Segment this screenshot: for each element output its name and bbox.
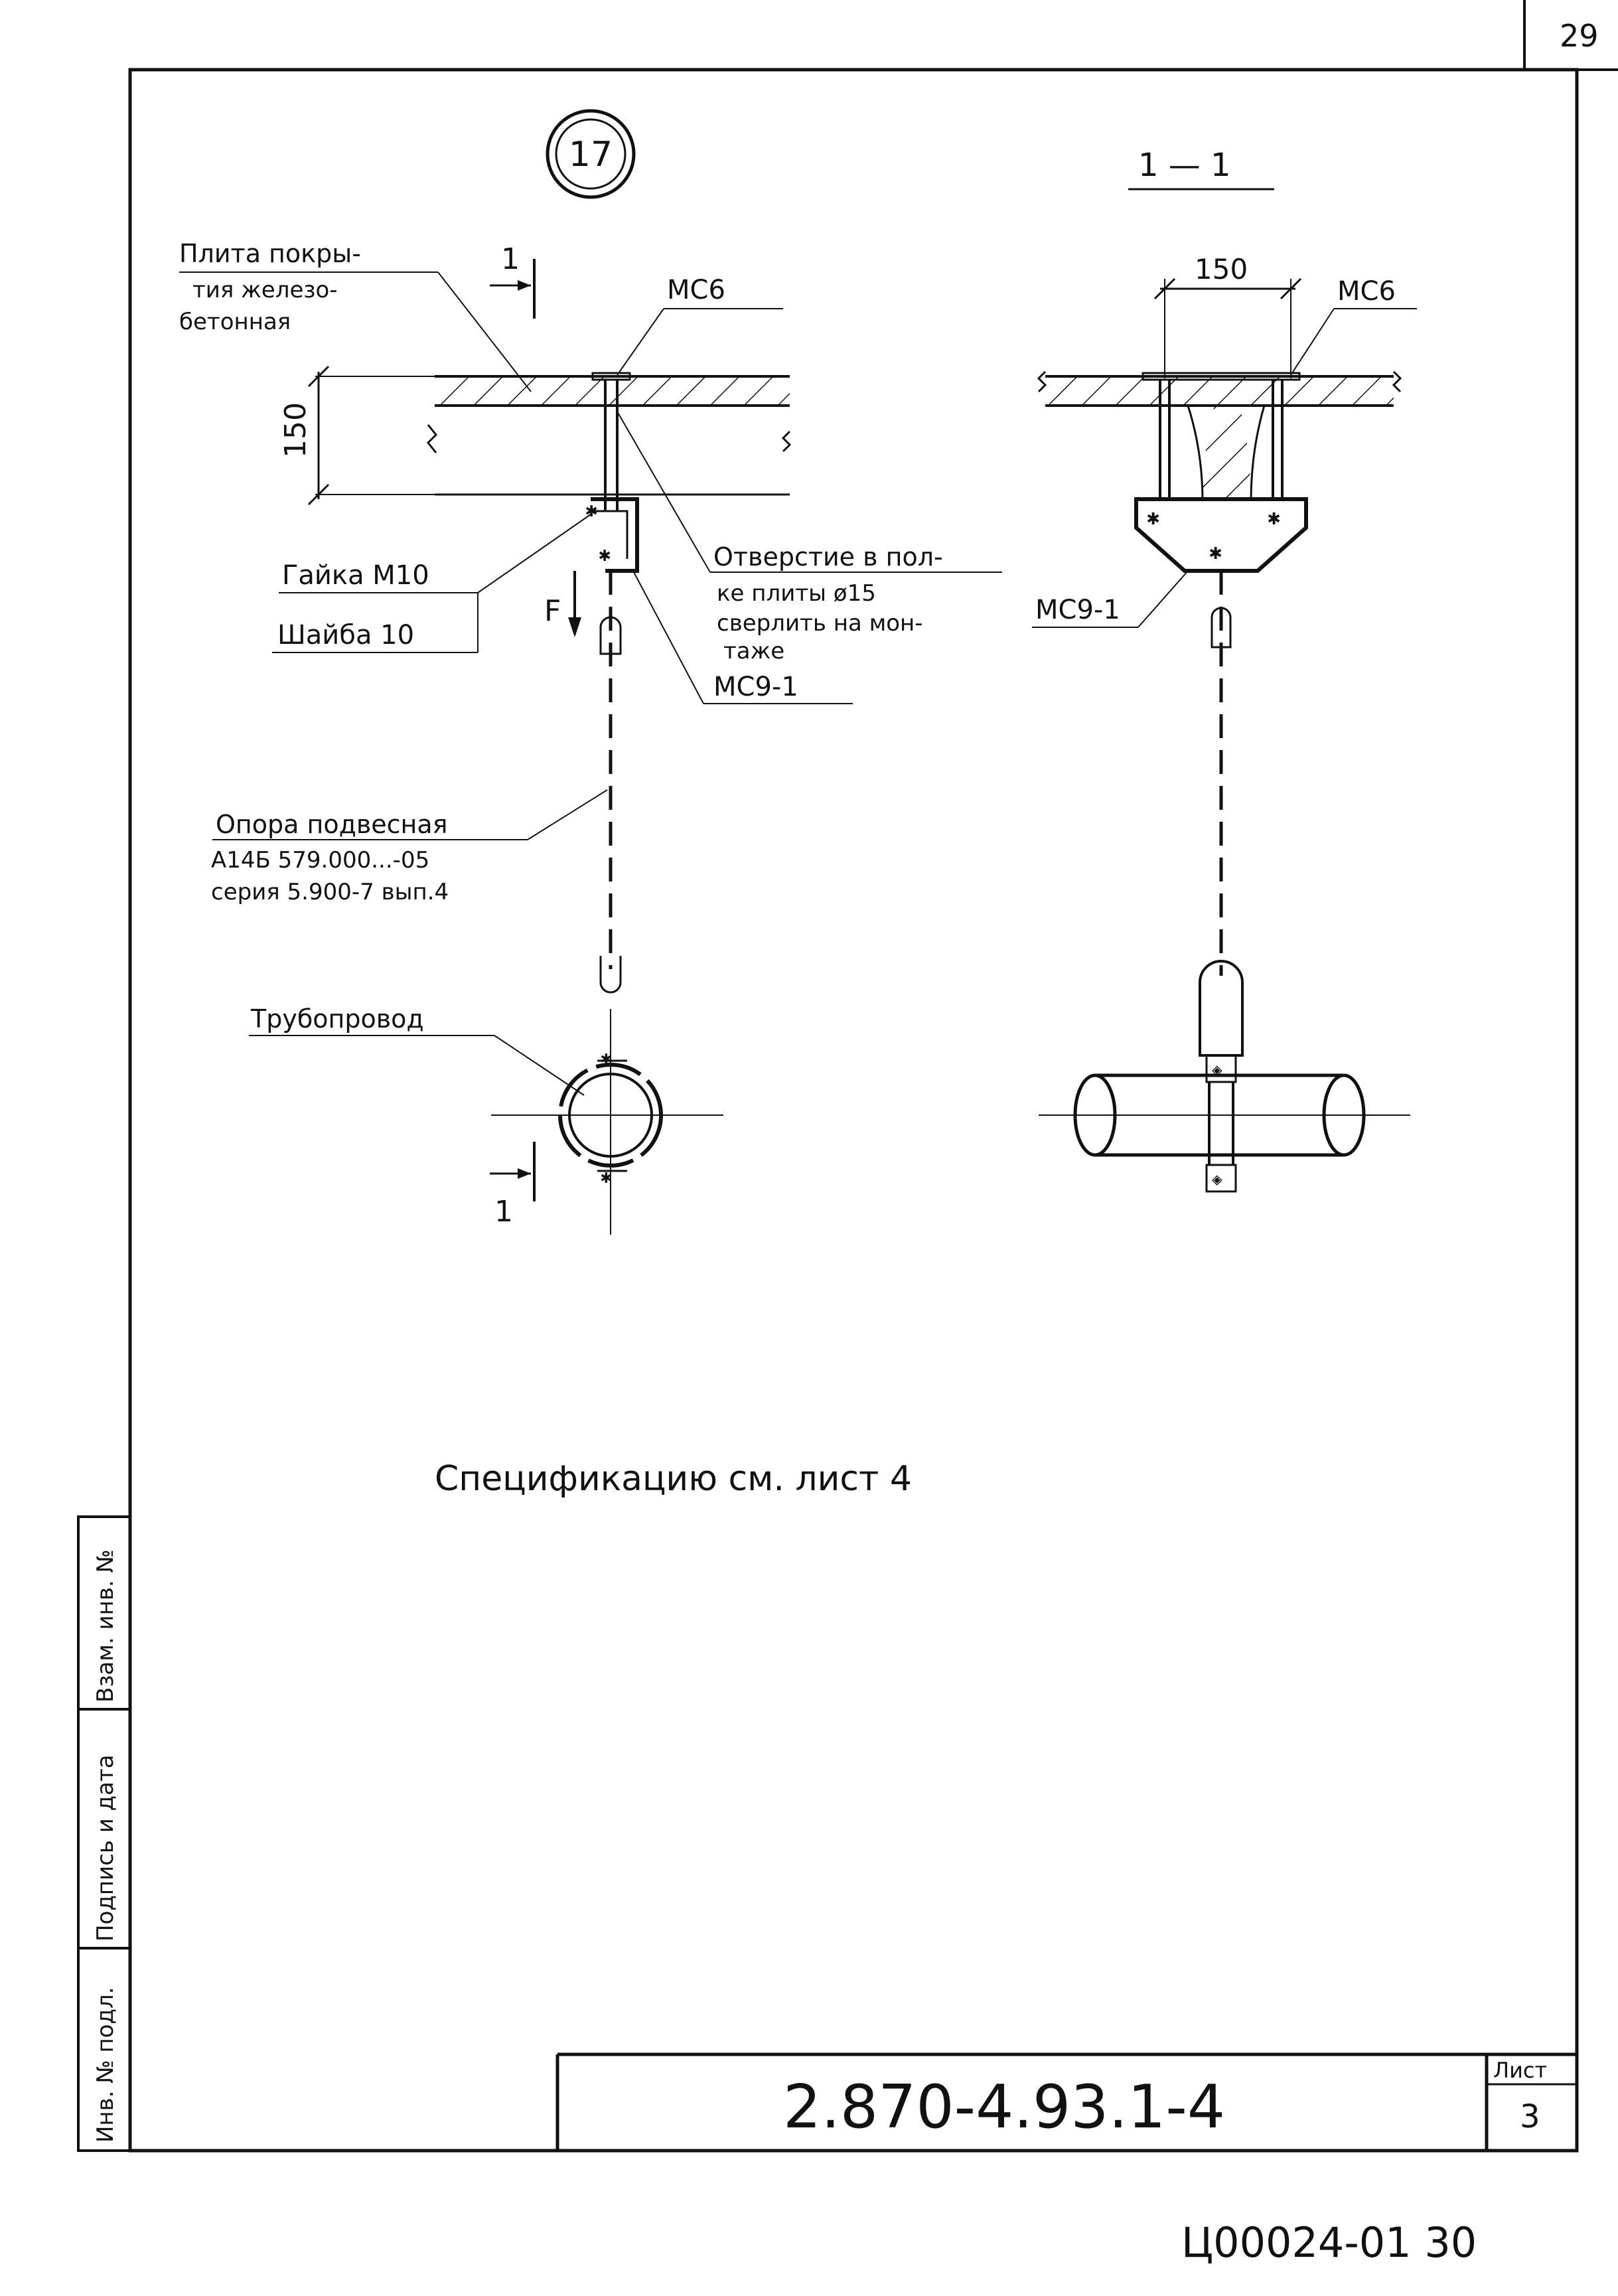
callout-support: Опора подвесная A14Б 579.000...-05 серия…	[211, 789, 608, 905]
svg-text:◈: ◈	[1212, 1170, 1222, 1189]
bracket-mc9-right: ✱ ✱ ✱	[1134, 497, 1308, 573]
mc6-right-label: MC6	[1337, 276, 1396, 307]
svg-text:✱: ✱	[585, 498, 597, 522]
svg-text:✱: ✱	[601, 1166, 612, 1187]
section-cut-bottom-label: 1	[494, 1195, 513, 1229]
archive-code: Ц00024-01 30	[1181, 2218, 1477, 2267]
nut-label: Гайка М10	[282, 560, 429, 591]
dimension-thickness-value: 150	[279, 402, 313, 458]
section-title: 1 — 1	[1138, 147, 1231, 184]
svg-text:✱: ✱	[601, 1047, 612, 1069]
callout-slab: Плита покры- тия железо- бетонная	[179, 239, 532, 392]
callout-pipeline: Трубопровод	[249, 1004, 585, 1096]
drawing-frame	[128, 68, 1579, 2153]
bracket-mc9-left: ✱ ✱	[585, 497, 639, 573]
svg-text:✱: ✱	[599, 543, 611, 566]
callout-hole-note: Отверстие в пол- ке плиты ø15 сверлить н…	[617, 411, 1002, 664]
page-number-box: 29	[1523, 0, 1618, 71]
slab-section-left	[426, 375, 792, 496]
document-code: 2.870-4.93.1-4	[783, 2072, 1225, 2142]
mc9-left-label: MC9-1	[713, 672, 798, 702]
side-stamp: Взам. инв. № Подпись и дата Инв. № подл.	[77, 1515, 131, 2152]
detail-marker-number: 17	[569, 135, 613, 175]
stamp-replace-inv: Взам. инв. №	[92, 1549, 119, 1703]
slab-label-line-3: бетонная	[179, 309, 291, 335]
sheet-number: 3	[1520, 2098, 1540, 2135]
section-cut-bottom: 1	[490, 1142, 536, 1229]
hanger-rod-left	[599, 571, 622, 994]
bolt-mc6-left	[591, 372, 631, 511]
svg-text:◈: ◈	[1212, 1060, 1222, 1080]
mc9-right-label: MC9-1	[1035, 595, 1120, 625]
plate-mc6-right	[1141, 372, 1301, 501]
slab-section-right	[1037, 370, 1402, 502]
support-label-line-2: A14Б 579.000...-05	[211, 847, 429, 874]
specification-note: Спецификацию см. лист 4	[435, 1459, 912, 1499]
svg-text:✱: ✱	[1268, 504, 1280, 530]
support-label-line-1: Опора подвесная	[216, 810, 448, 839]
callout-mc6-left: MC6	[617, 275, 783, 376]
dimension-width: 150	[1153, 253, 1302, 378]
callout-nut-washer: Гайка М10 Шайба 10	[272, 514, 591, 653]
hole-note-line-4: таже	[723, 638, 784, 664]
svg-text:✱: ✱	[1147, 504, 1159, 530]
slab-label-line-1: Плита покры-	[179, 239, 361, 268]
dimension-width-value: 150	[1195, 253, 1248, 285]
callout-mc9-right: MC9-1	[1032, 570, 1189, 628]
detail-marker-circle	[546, 109, 636, 199]
dimension-thickness: 150	[279, 365, 438, 506]
force-label: F	[544, 594, 561, 628]
callout-mc6-right: MC6	[1290, 276, 1417, 376]
hanger-rod-right	[1199, 571, 1244, 1057]
support-label-line-3: серия 5.900-7 вып.4	[211, 879, 449, 905]
stamp-sign-date: Подпись и дата	[92, 1754, 119, 1942]
section-1-1-view: 1 — 1 150	[1032, 147, 1417, 1193]
pipe-section-left: ✱ ✱	[491, 1009, 723, 1235]
mc6-left-label: MC6	[667, 275, 725, 305]
page-number: 29	[1560, 18, 1599, 54]
sheet-label: Лист	[1493, 2058, 1547, 2083]
slab-label-line-2: тия железо-	[192, 277, 338, 303]
hole-note-line-3: сверлить на мон-	[717, 610, 923, 637]
section-cut-top: 1	[490, 242, 536, 319]
callout-mc9-left: MC9-1	[633, 572, 853, 704]
washer-label: Шайба 10	[277, 620, 414, 651]
force-arrow: F	[544, 571, 581, 637]
title-block: 2.870-4.93.1-4 Лист 3	[555, 2052, 1577, 2151]
stamp-inv-orig: Инв. № подл.	[92, 1987, 119, 2143]
hole-note-line-1: Отверстие в пол-	[713, 542, 943, 572]
pipeline-label: Трубопровод	[250, 1004, 424, 1033]
section-cut-top-label: 1	[501, 242, 520, 276]
pipe-side-right: ◈ ◈	[1039, 1054, 1410, 1193]
svg-text:✱: ✱	[1209, 539, 1222, 564]
detail-17-view: 17 150 ✱ ✱	[179, 109, 1002, 1235]
hole-note-line-2: ке плиты ø15	[717, 580, 876, 607]
